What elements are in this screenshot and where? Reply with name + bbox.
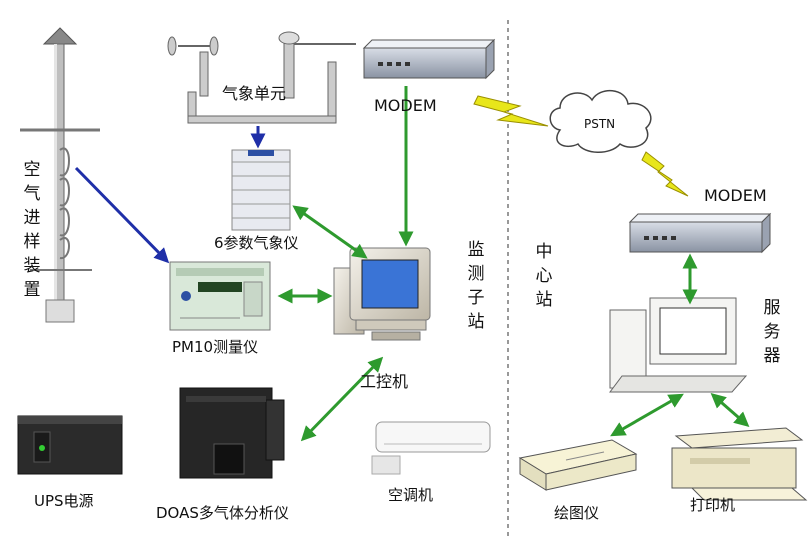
pstn-cloud-icon — [549, 90, 652, 153]
label-pm10: PM10测量仪 — [172, 338, 259, 356]
air-conditioner-icon — [371, 421, 491, 475]
arrow-sensor-pc — [292, 205, 368, 259]
label-ipc: 工控机 — [360, 372, 409, 391]
modem-right-icon — [628, 212, 772, 254]
industrial-pc-icon — [333, 247, 431, 341]
six-param-sensor-icon — [231, 149, 291, 231]
label-air-intake: 空气进样装置 — [23, 160, 41, 300]
weather-unit-icon — [167, 31, 356, 124]
label-server: 服务器 — [763, 298, 781, 366]
arrow-server-printer — [710, 393, 750, 427]
label-pstn: PSTN — [584, 117, 616, 131]
label-modem-right: MODEM — [704, 186, 767, 205]
label-plotter: 绘图仪 — [554, 504, 600, 522]
modem-top-icon — [362, 38, 496, 80]
arrow-server-plotter — [610, 393, 684, 437]
label-aircon: 空调机 — [388, 486, 434, 504]
ups-icon — [17, 415, 123, 475]
label-center-station: 中心站 — [535, 242, 553, 310]
lightning-top-icon — [473, 95, 549, 127]
label-monitor-substation: 监测子站 — [467, 240, 485, 332]
label-ups: UPS电源 — [34, 492, 94, 510]
label-modem-top: MODEM — [374, 96, 437, 115]
printer-icon — [671, 427, 808, 501]
arrow-pc-doas — [300, 356, 384, 442]
label-doas: DOAS多气体分析仪 — [156, 504, 289, 522]
plotter-icon — [518, 439, 638, 491]
air-intake-mast-icon — [20, 27, 100, 323]
doas-analyzer-icon — [179, 387, 285, 479]
lightning-right-icon — [641, 151, 689, 197]
pm10-instrument-icon — [169, 261, 271, 331]
server-computer-icon — [609, 297, 748, 393]
label-weather-unit: 气象单元 — [222, 84, 287, 103]
arrow-intake-to-pm10 — [74, 166, 170, 264]
label-six-param: 6参数气象仪 — [214, 234, 299, 252]
label-printer: 打印机 — [690, 496, 736, 514]
